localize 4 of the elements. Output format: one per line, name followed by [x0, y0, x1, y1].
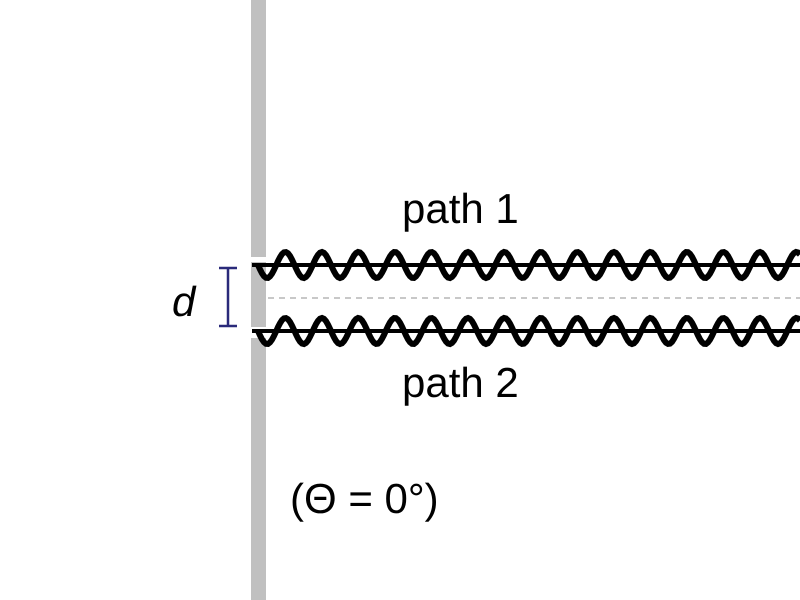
path-label: path 2 [402, 362, 519, 404]
path-label: path 1 [402, 188, 519, 230]
dimension-label: d [172, 281, 196, 323]
angle-label: (Θ = 0°) [290, 478, 439, 520]
